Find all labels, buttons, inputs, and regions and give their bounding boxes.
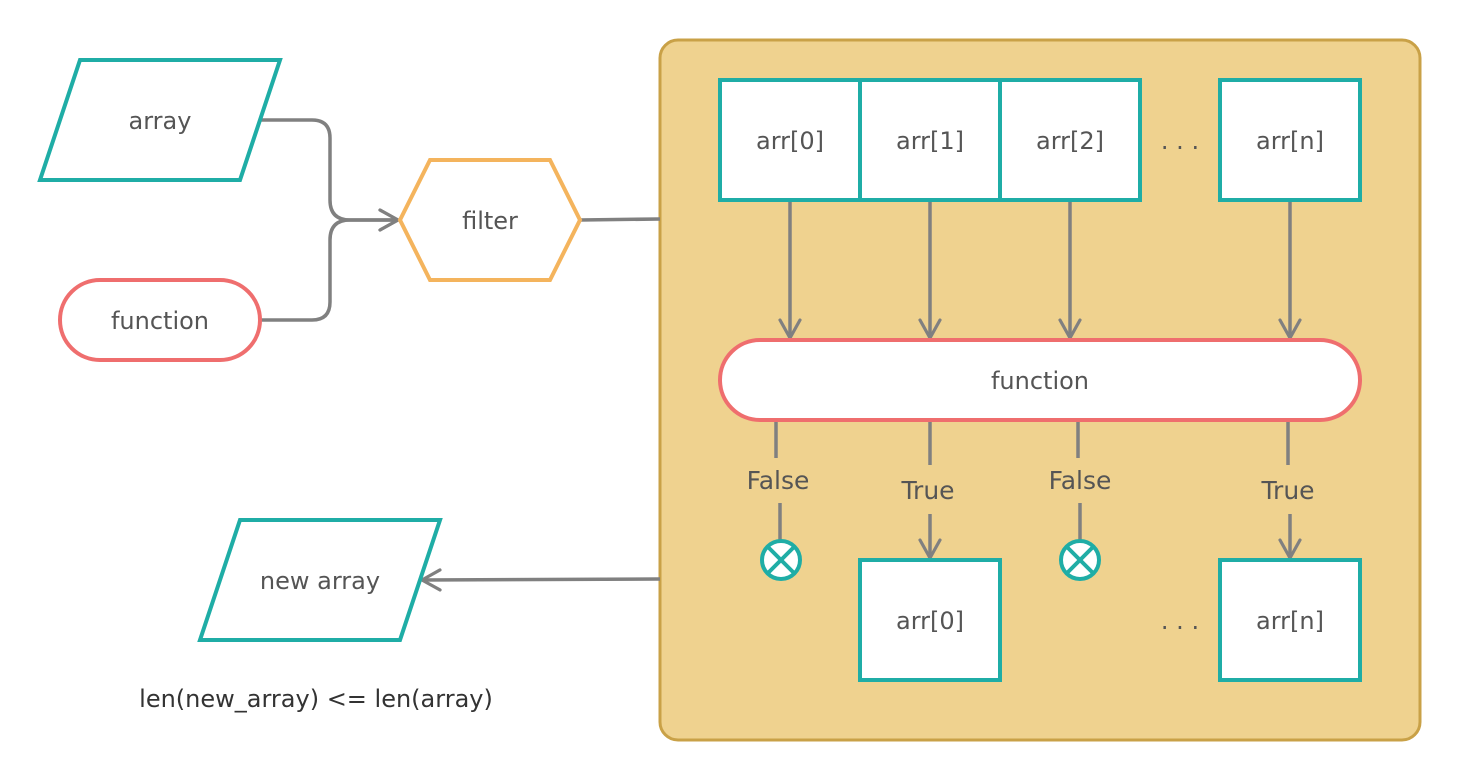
result-2-label: False	[1049, 466, 1112, 495]
circle-x-icon	[760, 539, 802, 581]
result-n-label: True	[1260, 476, 1314, 505]
input-cell-1-label: arr[1]	[896, 127, 964, 155]
result-1-label: True	[900, 476, 954, 505]
input-cell-2-label: arr[2]	[1036, 127, 1104, 155]
input-cell-2: arr[2]	[998, 78, 1142, 202]
predicate-function-label: function	[991, 367, 1089, 395]
input-cell-n-label: arr[n]	[1256, 127, 1324, 155]
filter-node: filter	[397, 158, 583, 282]
result-0-label: False	[747, 466, 810, 495]
new-array-label: new array	[260, 567, 380, 595]
input-cell-0-label: arr[0]	[756, 127, 824, 155]
output-cell-n-label: arr[n]	[1256, 607, 1324, 635]
array-input-node: array	[37, 58, 283, 182]
output-cell-n: arr[n]	[1218, 558, 1362, 682]
output-cell-0-label: arr[0]	[896, 607, 964, 635]
array-to-filter-connector	[260, 118, 400, 232]
output-cell-0: arr[0]	[858, 558, 1002, 682]
input-cell-n: arr[n]	[1218, 78, 1362, 202]
filter-label: filter	[462, 207, 518, 235]
new-array-output-node: new array	[197, 518, 443, 642]
panel-to-output-connector	[420, 568, 661, 592]
circle-x-icon	[1059, 539, 1101, 581]
filter-to-panel-connector	[579, 217, 661, 222]
function-input-label: function	[111, 307, 209, 335]
input-cell-0: arr[0]	[718, 78, 862, 202]
input-ellipsis: . . .	[1161, 127, 1199, 155]
output-ellipsis: . . .	[1161, 607, 1199, 635]
array-input-label: array	[129, 107, 192, 135]
input-cell-1: arr[1]	[858, 78, 1002, 202]
function-to-filter-connector	[260, 208, 400, 322]
length-note: len(new_array) <= len(array)	[139, 685, 493, 713]
predicate-function-node: function	[718, 338, 1362, 422]
function-input-node: function	[58, 278, 262, 362]
